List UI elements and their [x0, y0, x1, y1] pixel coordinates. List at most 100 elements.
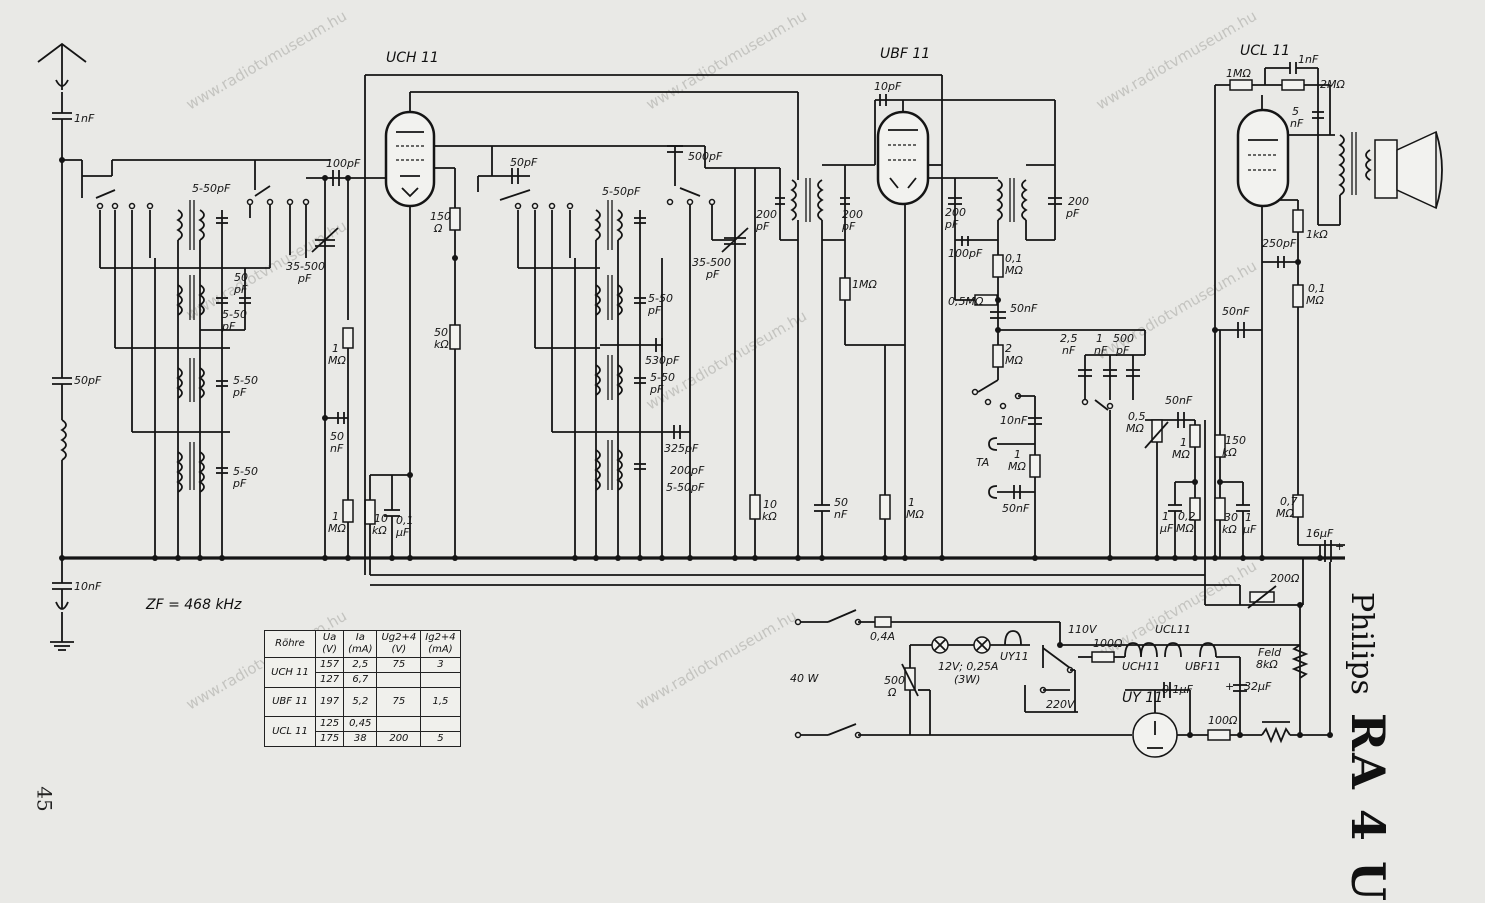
label-r01m-a: 0,1: [1005, 252, 1023, 265]
label-c50-a: 50: [234, 271, 248, 284]
label-kohm-d: kΩ: [1222, 523, 1237, 536]
label-if-200-c: 200: [945, 206, 966, 219]
label-c100pf-b: 100pF: [948, 247, 983, 260]
header-unit: (mA): [348, 644, 373, 655]
header-unit: (V): [322, 644, 337, 655]
label-r1m-a: 1: [332, 342, 339, 355]
label-c01uf: 0,1: [396, 514, 414, 527]
label-pf-a: pF: [233, 283, 248, 296]
table-cell: 200: [376, 731, 422, 747]
label-pf-f: pF: [649, 383, 664, 396]
label-c16uf: 16μF: [1306, 527, 1334, 540]
label-c35-500-a: 35-500: [286, 260, 325, 273]
label-mohm-a: MΩ: [328, 354, 346, 367]
table-cell: 38: [343, 731, 378, 747]
label-pf-b: pF: [221, 320, 236, 333]
label-r150: 150: [430, 210, 451, 223]
label-uy11: UY 11: [1122, 690, 1163, 706]
table-header-ua: Ua(V): [314, 630, 345, 658]
if-transformer-1: 200 pF 200 pF 1MΩ 50 nF: [755, 92, 905, 558]
table-cell-tube: UCL 11: [264, 716, 316, 747]
label-r200: 200Ω: [1270, 572, 1300, 585]
table-cell: 197: [314, 687, 345, 717]
label-r05m: 0,5MΩ: [948, 295, 984, 308]
label-kohm: kΩ: [434, 338, 449, 351]
label-r01m-b: 0,1: [1308, 282, 1326, 295]
label-c10pf: 10pF: [874, 80, 902, 93]
ucl11-tube: UCL 11 1nF 1MΩ 2MΩ 5 nF 1kΩ 250pF 0,1 MΩ…: [1214, 43, 1443, 562]
label-ant-10nf: 10nF: [74, 580, 102, 593]
label-trim-a: 5-50pF: [192, 182, 231, 195]
junction-dots: [59, 157, 1333, 738]
watermark: www.radiotvmuseum.hu: [633, 607, 800, 714]
label-trim-g: 5-50pF: [666, 481, 705, 494]
label-trim-b: 5-50: [222, 308, 247, 321]
label-uch11: UCH 11: [386, 50, 439, 66]
label-pf-g: pF: [1115, 344, 1130, 357]
label-ta: TA: [976, 456, 989, 469]
label-lamp-3w: (3W): [954, 673, 980, 686]
label-r1m-f: 1: [1180, 436, 1187, 449]
table-cell: 0,45: [343, 716, 378, 732]
label-nf-d: nF: [1094, 344, 1108, 357]
table-row: 175 38 200 5: [265, 731, 461, 747]
label-c250pf: 250pF: [1262, 237, 1297, 250]
page-number: 45: [32, 786, 57, 812]
label-c500pf: 500pF: [688, 150, 723, 163]
tone-volume-section: 2,5 nF 1 nF 500 pF 50nF 0,5 MΩ 1 MΩ 1 μF…: [1060, 330, 1201, 558]
label-r100-a: 100Ω: [1093, 637, 1123, 650]
label-c530pf: 530pF: [645, 354, 680, 367]
supply-lines: 200Ω: [370, 420, 1304, 609]
table-cell: 6,7: [343, 672, 378, 688]
label-feld-8k: 8kΩ: [1256, 658, 1278, 671]
label-c50nf-f: 50nF: [1222, 305, 1250, 318]
label-uy11-heater: UY11: [1000, 650, 1029, 663]
label-r1m-fb: 1MΩ: [1226, 67, 1251, 80]
header-unit: (mA): [428, 644, 453, 655]
input-coil-block: 5-50pF 50 pF 5-50 pF 5-50 pF 5-50 pF: [96, 159, 330, 558]
label-if-pf-c: pF: [944, 218, 959, 231]
table-cell: 75: [376, 687, 422, 717]
label-pf-c: pF: [232, 386, 247, 399]
label-pf-e: pF: [647, 304, 662, 317]
label-mohm-k: MΩ: [1306, 294, 1324, 307]
watermark: www.radiotvmuseum.hu: [1093, 7, 1260, 114]
zf-label: ZF = 468 kHz: [145, 597, 242, 613]
label-c100pf: 100pF: [326, 157, 361, 170]
antenna-coil: [60, 419, 67, 461]
label-r2m-fb: 2MΩ: [1320, 78, 1345, 91]
label-c50nf-e: 50nF: [1165, 394, 1193, 407]
label-c1uf-a: 1: [1162, 510, 1169, 523]
label-r1m-b: 1: [332, 510, 339, 523]
label-kohm-c: kΩ: [1222, 446, 1237, 459]
label-c35-500-b: 35-500: [692, 256, 731, 269]
label-220v: 220V: [1046, 698, 1076, 711]
label-c50nf-b: 50: [834, 496, 848, 509]
label-ohm-b: Ω: [887, 686, 897, 699]
header-text: Ia: [355, 632, 365, 643]
label-40w: 40 W: [790, 672, 819, 685]
label-c5nf: 5: [1292, 105, 1299, 118]
label-ant-50pf: 50pF: [74, 374, 102, 387]
label-c1nf-tone: 1: [1096, 332, 1103, 345]
table-header-ig: Ig2+4(mA): [420, 630, 461, 658]
label-ubf11-heater: UBF11: [1185, 660, 1221, 673]
table-header-tube: Röhre: [264, 630, 316, 658]
table-cell: 127: [314, 672, 345, 688]
label-c325pf: 325pF: [664, 442, 699, 455]
label-mohm-b: MΩ: [328, 522, 346, 535]
label-pf-a2: pF: [297, 272, 312, 285]
table-cell: 75: [376, 657, 422, 673]
label-r07m: 0,7: [1280, 495, 1298, 508]
table-cell: 5,2: [343, 687, 378, 717]
if-transformer-2: 200 pF 100pF 200 pF 0,1 MΩ 0,5MΩ 50nF 2 …: [944, 100, 1145, 558]
label-r150k: 150: [1225, 434, 1246, 447]
label-r50k: 50: [434, 326, 448, 339]
schematic-diagram: www.radiotvmuseum.hu www.radiotvmuseum.h…: [37, 7, 1443, 758]
speaker-icon: [1396, 130, 1437, 210]
label-c01uf-b: 0,1μF: [1162, 683, 1193, 696]
label-pf-b: pF: [705, 268, 720, 281]
header-unit: (V): [391, 644, 407, 655]
label-r30k: 30: [1224, 511, 1238, 524]
label-c50nf-a: 50: [330, 430, 344, 443]
